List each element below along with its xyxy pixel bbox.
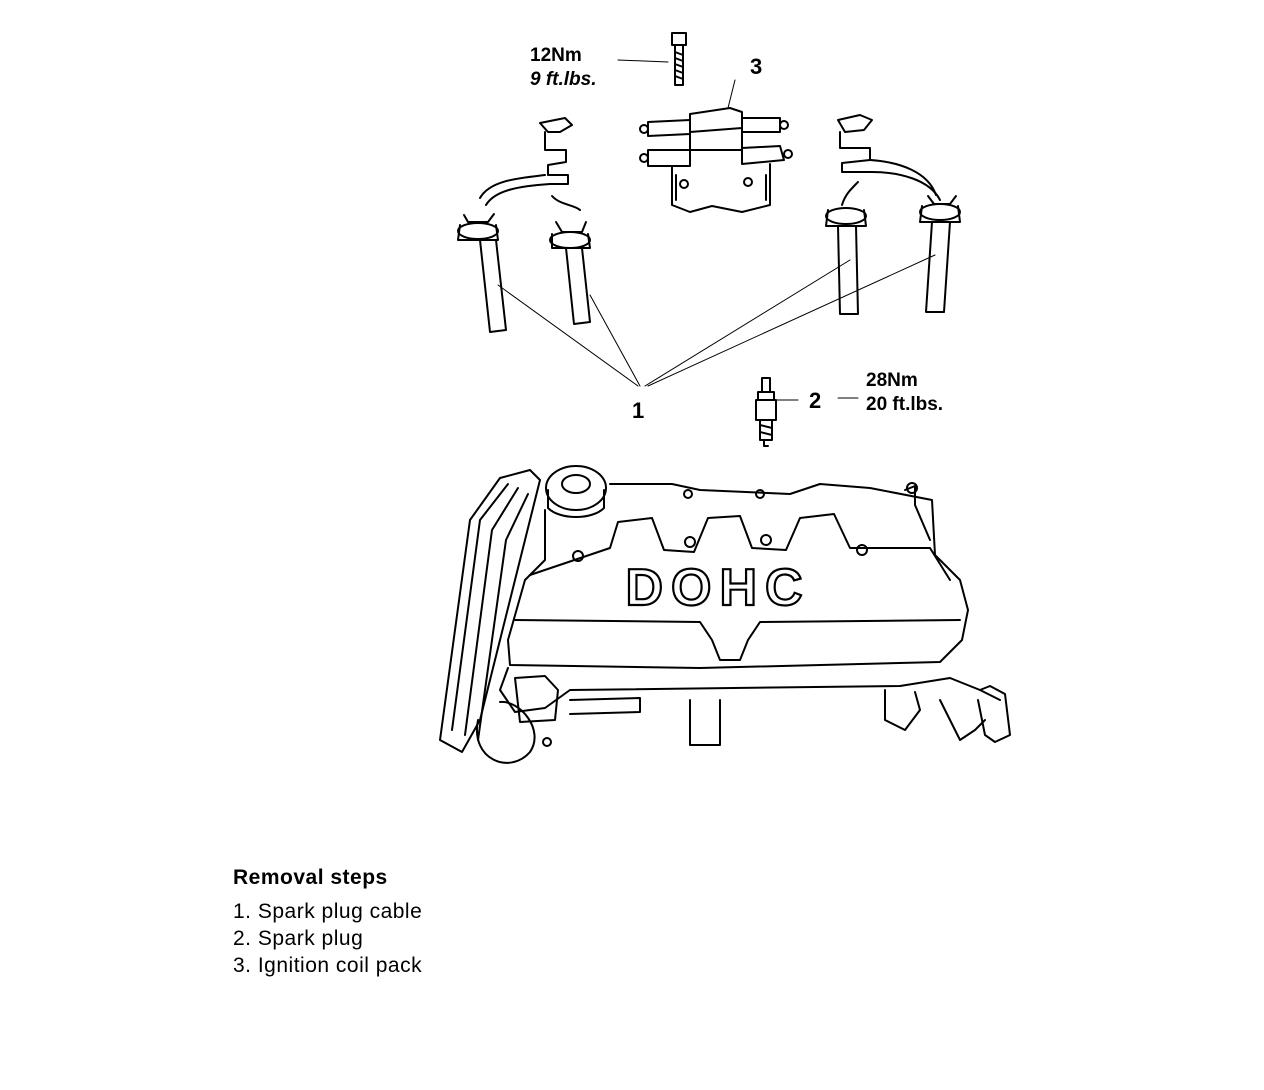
removal-steps-list: 1. Spark plug cable 2. Spark plug 3. Ign… bbox=[233, 898, 422, 979]
engine-cover-text: DOHC bbox=[625, 559, 810, 617]
engine-cylinder-head bbox=[439, 465, 1011, 764]
spark-plug bbox=[755, 377, 859, 447]
callout-spark-plug-cable: 1 bbox=[632, 398, 645, 423]
spark-plug-torque-metric: 28Nm bbox=[866, 370, 918, 391]
coil-bolt-torque: 12Nm 9 ft.lbs. bbox=[530, 44, 597, 92]
removal-step: 2. Spark plug bbox=[233, 927, 364, 950]
cable-leader-lines bbox=[497, 254, 936, 387]
spark-plug-cables-left bbox=[457, 117, 591, 333]
coil-bolt-torque-imperial: 9 ft.lbs. bbox=[530, 69, 597, 90]
coil-bolt-torque-metric: 12Nm bbox=[530, 45, 582, 66]
removal-steps-heading: Removal steps bbox=[233, 866, 388, 889]
spark-plug-torque-imperial: 20 ft.lbs. bbox=[866, 394, 944, 415]
removal-steps: Removal steps 1. Spark plug cable 2. Spa… bbox=[233, 866, 422, 979]
ignition-coil-pack bbox=[639, 79, 793, 213]
spark-plug-torque: 28Nm 20 ft.lbs. bbox=[866, 369, 943, 417]
removal-step: 1. Spark plug cable bbox=[233, 900, 423, 923]
coil-bolt bbox=[617, 32, 687, 86]
callout-spark-plug: 2 bbox=[809, 388, 822, 413]
removal-step: 3. Ignition coil pack bbox=[233, 954, 423, 977]
spark-plug-cables-right bbox=[825, 114, 961, 315]
callout-coil-pack: 3 bbox=[750, 54, 763, 79]
